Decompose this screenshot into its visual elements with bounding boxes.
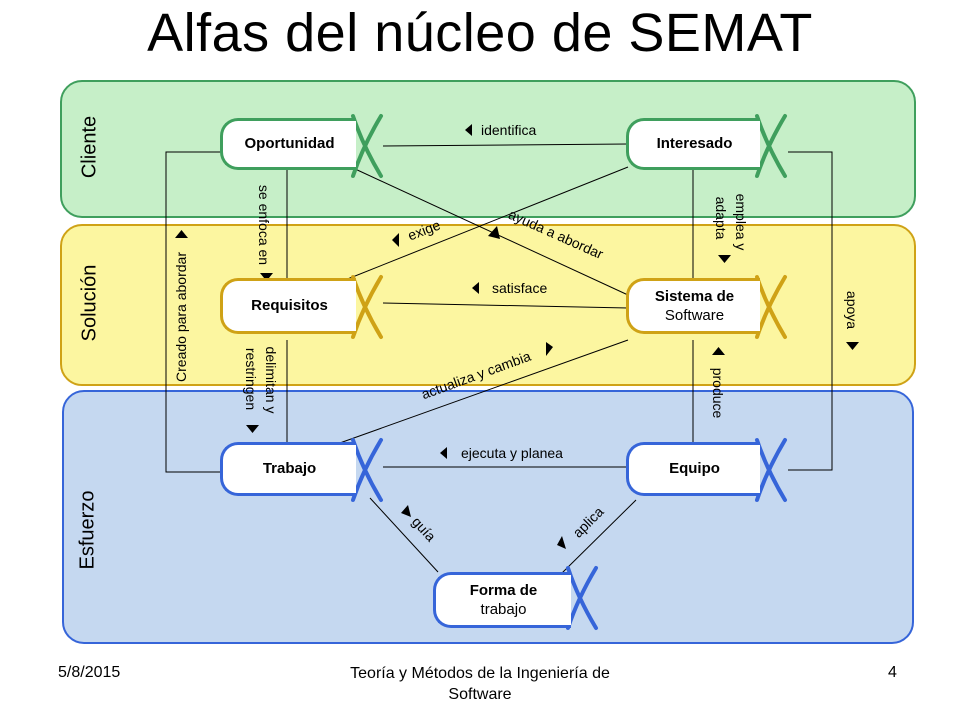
alpha-trabajo[interactable]: Trabajo <box>220 442 356 496</box>
alpha-sistema-label-line1: Sistema de <box>654 287 735 305</box>
line-guia <box>369 497 439 573</box>
slide-title: Alfas del núcleo de SEMAT <box>147 3 813 63</box>
produce-arrow-icon <box>712 347 725 355</box>
relation-creado-para-abordar: Creado para abordar <box>173 252 189 382</box>
line-aplica <box>561 499 637 574</box>
arrowheads <box>175 124 859 549</box>
apoya-arrow-icon <box>846 342 859 350</box>
line-identifica <box>382 143 629 147</box>
relation-emplea-y: emplea y <box>733 193 749 251</box>
alpha-interesado-label: Interesado <box>656 135 733 153</box>
ejecuta-y-planea-arrow-icon <box>440 447 447 459</box>
requisitos-x-mark <box>351 275 383 339</box>
cliente-area <box>60 80 916 218</box>
alpha-trabajo-label: Trabajo <box>262 460 317 478</box>
alpha-equipo[interactable]: Equipo <box>626 442 760 496</box>
identifica-arrow-icon <box>465 124 472 136</box>
ayuda-a-abordar-arrow-icon <box>488 226 500 239</box>
relation-identifica: identifica <box>481 122 537 138</box>
relation-adapta: adapta <box>713 196 729 240</box>
line-exige <box>344 166 629 281</box>
actualiza-y-cambia-arrow-icon <box>546 342 553 356</box>
relation-se-enfoca-en: se enfoca en <box>256 184 272 266</box>
relation-ejecuta-y-planea: ejecuta y planea <box>461 445 563 461</box>
relation-restringen: restringen <box>243 347 259 411</box>
footer-page-number: 4 <box>888 664 897 681</box>
alpha-oportunidad[interactable]: Oportunidad <box>220 118 356 170</box>
satisface-arrow-icon <box>472 282 479 294</box>
alpha-sistema-label: Sistema de Software <box>655 287 734 326</box>
creado-para-abordar-arrow-icon <box>175 230 188 238</box>
forma-x-mark <box>566 566 598 630</box>
connector-lines <box>165 143 833 574</box>
aplica-arrow-icon <box>557 536 566 549</box>
relation-produce: produce <box>710 367 726 419</box>
oportunidad-x-mark <box>351 114 383 178</box>
alpha-forma-de-trabajo[interactable]: Forma de trabajo <box>433 572 571 628</box>
alpha-requisitos[interactable]: Requisitos <box>220 278 356 334</box>
alpha-equipo-label: Equipo <box>669 460 720 478</box>
equipo-x-mark <box>755 438 787 502</box>
alpha-sistema-label-line2: Software <box>664 307 725 324</box>
relation-satisface: satisface <box>492 280 548 296</box>
line-apoya <box>788 151 833 471</box>
delimitan-y-restringen-arrow-icon <box>246 425 259 433</box>
alpha-forma-label: Forma de trabajo <box>470 581 538 620</box>
emplea-y-adapta-arrow-icon <box>718 255 731 263</box>
alpha-forma-label-line1: Forma de <box>469 581 538 599</box>
guia-arrow-icon <box>401 505 411 517</box>
line-actualiza-y-cambia <box>336 339 629 445</box>
interesado-x-mark <box>755 114 787 178</box>
exige-arrow-icon <box>392 233 399 247</box>
alpha-requisitos-label: Requisitos <box>251 297 328 315</box>
line-ayuda-a-abordar <box>352 167 629 296</box>
alpha-oportunidad-label: Oportunidad <box>244 135 335 153</box>
alpha-interesado[interactable]: Interesado <box>626 118 760 170</box>
trabajo-x-mark <box>351 438 383 502</box>
alpha-forma-label-line2: trabajo <box>480 601 527 618</box>
footer-course: Teoría y Métodos de la Ingeniería de Sof… <box>350 665 610 703</box>
relation-apoya: apoya <box>844 290 860 330</box>
relation-delimitan-y: delimitan y <box>263 346 279 414</box>
footer-date: 5/8/2015 <box>58 664 121 681</box>
sistema-x-mark <box>755 275 787 339</box>
line-creado-para-abordar <box>165 151 222 473</box>
line-satisface <box>382 302 629 309</box>
se-enfoca-en-arrow-icon <box>260 273 273 281</box>
alpha-sistema-de-software[interactable]: Sistema de Software <box>626 278 760 334</box>
